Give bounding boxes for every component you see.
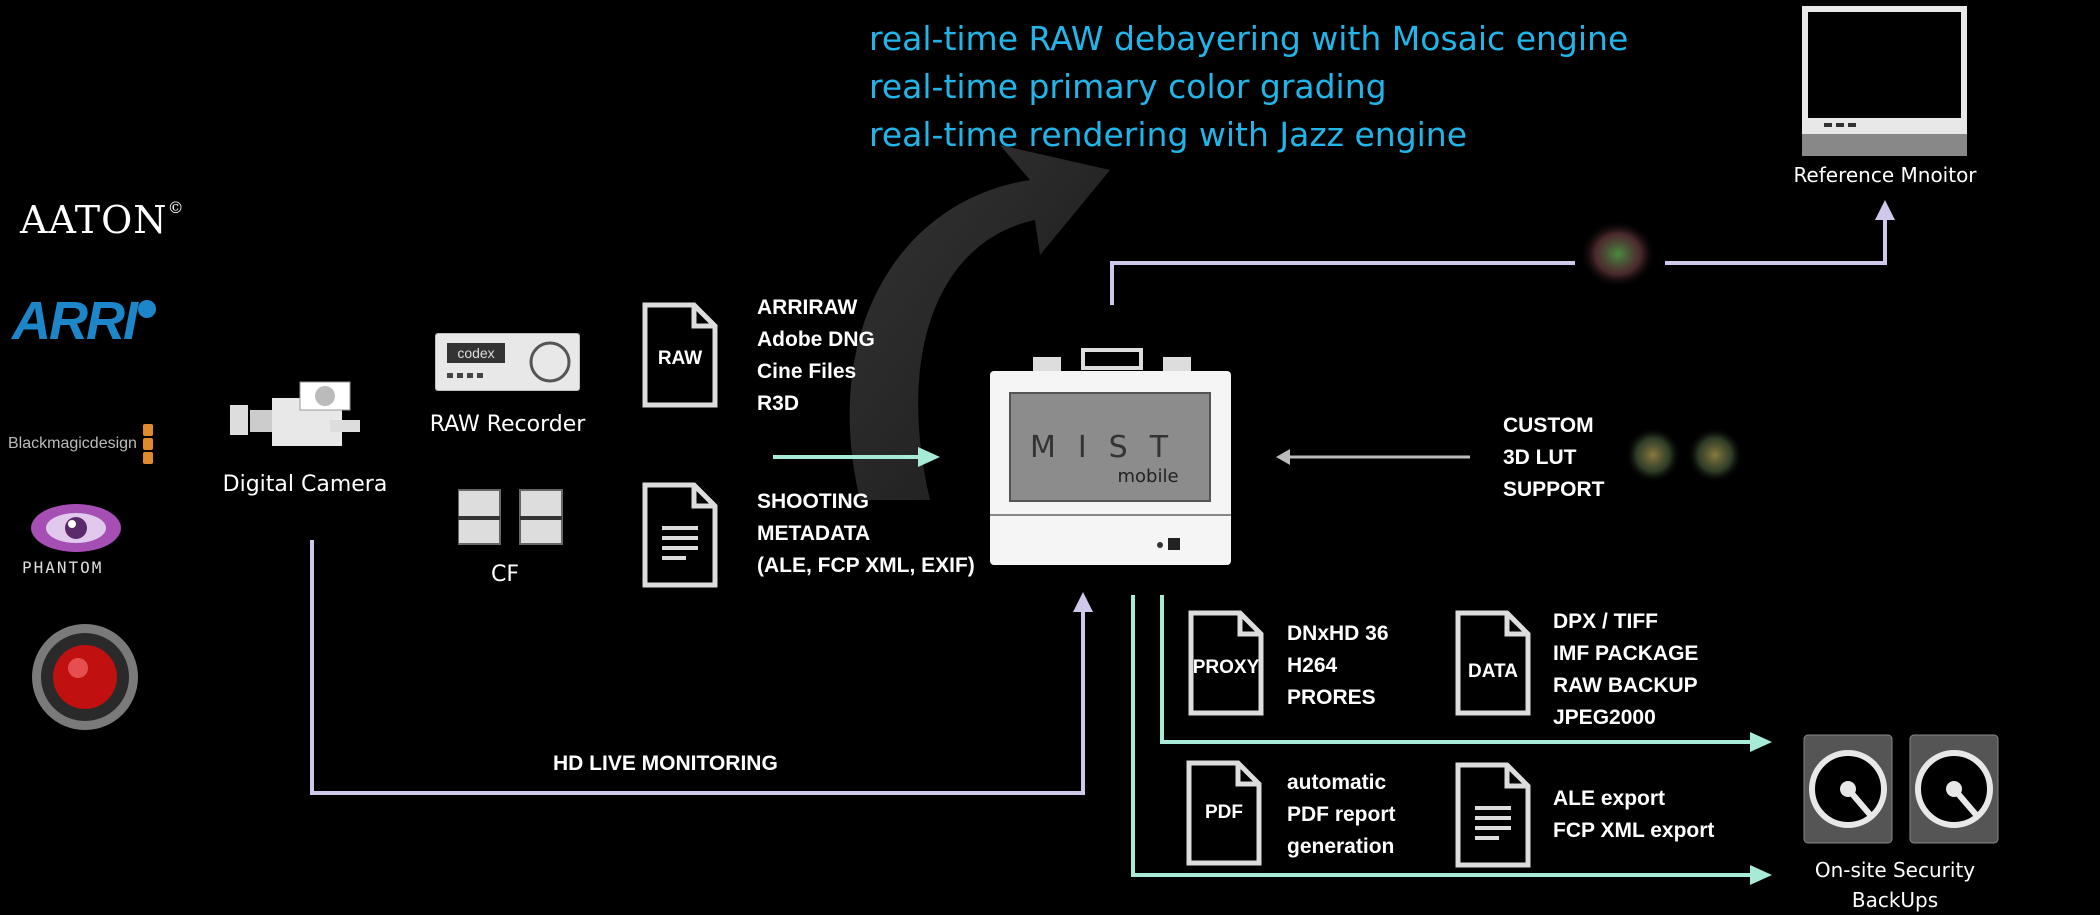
digital-camera-icon bbox=[230, 381, 360, 446]
aaton-logo: AATON© bbox=[20, 198, 185, 242]
cf-card-icon bbox=[458, 489, 563, 545]
proxy-file-icon bbox=[1188, 610, 1264, 716]
live-monitoring-arrow bbox=[310, 540, 1085, 795]
proxy-format-list: DNxHD 36 H264 PRORES bbox=[1287, 618, 1389, 714]
feature-list: real-time RAW debayering with Mosaic eng… bbox=[869, 15, 1628, 159]
raw-recorder-icon: codex bbox=[435, 333, 580, 391]
mist-sub-text: mobile bbox=[1117, 466, 1178, 487]
arri-logo: ARRI bbox=[12, 290, 156, 352]
blackmagic-logo: Blackmagicdesign bbox=[8, 424, 154, 464]
raw-format-item: Adobe DNG bbox=[757, 328, 875, 351]
backup-drive-icon bbox=[1803, 734, 1999, 844]
raw-format-item: Cine Files bbox=[757, 360, 857, 383]
lut-item: CUSTOM bbox=[1503, 414, 1594, 437]
metadata-list: SHOOTING METADATA (ALE, FCP XML, EXIF) bbox=[757, 486, 975, 582]
data-format-list: DPX / TIFF IMF PACKAGE RAW BACKUP JPEG20… bbox=[1553, 606, 1698, 734]
feature-item: real-time rendering with Jazz engine bbox=[869, 115, 1468, 154]
feature-item: real-time primary color grading bbox=[869, 67, 1387, 106]
data-file-icon bbox=[1455, 610, 1531, 716]
mist-title-text: MIST bbox=[1030, 430, 1190, 465]
metadata-item: METADATA bbox=[757, 522, 871, 545]
raw-format-item: R3D bbox=[757, 392, 800, 415]
lut-item: SUPPORT bbox=[1503, 478, 1605, 501]
camera-label: Digital Camera bbox=[222, 472, 388, 497]
phantom-eye-icon bbox=[31, 504, 121, 552]
data-file-label: DATA bbox=[1468, 661, 1518, 682]
lut-item: 3D LUT bbox=[1503, 446, 1577, 469]
raw-format-list: ARRIRAW Adobe DNG Cine Files R3D bbox=[757, 292, 875, 420]
recorder-label: RAW Recorder bbox=[429, 412, 586, 437]
metadata-item: SHOOTING bbox=[757, 490, 870, 513]
raw-file-icon bbox=[642, 302, 718, 408]
recorder-brand-text: codex bbox=[457, 345, 494, 361]
raw-file-label: RAW bbox=[657, 348, 703, 369]
monitor-label: Reference Mnoitor bbox=[1793, 163, 1977, 187]
data-format-item: DPX / TIFF bbox=[1553, 610, 1658, 633]
monitor-arrow-right bbox=[1665, 215, 1887, 265]
export-item: ALE export bbox=[1553, 787, 1666, 810]
pdf-file-label: PDF bbox=[1205, 802, 1243, 823]
metadata-item: (ALE, FCP XML, EXIF) bbox=[757, 554, 975, 577]
proxy-format-item: H264 bbox=[1287, 654, 1338, 677]
export-list: ALE export FCP XML export bbox=[1553, 783, 1714, 847]
proxy-format-item: DNxHD 36 bbox=[1287, 622, 1389, 645]
red-epic-badge-icon bbox=[32, 624, 138, 730]
feature-item: real-time RAW debayering with Mosaic eng… bbox=[869, 19, 1629, 58]
backups-label: On-site Security BackUps bbox=[1814, 858, 1976, 912]
reference-monitor-icon bbox=[1802, 6, 1967, 156]
workflow-arc bbox=[849, 145, 1110, 500]
cf-label: CF bbox=[490, 562, 519, 587]
metadata-file-icon bbox=[642, 482, 718, 588]
pdf-item: PDF report bbox=[1287, 803, 1396, 826]
lut-cube-monitor-icon bbox=[1580, 220, 1656, 288]
monitor-arrow-left bbox=[1110, 261, 1575, 305]
lut-cube-icon bbox=[1625, 427, 1743, 483]
proxy-file-label: PROXY bbox=[1192, 657, 1260, 678]
live-monitoring-label: HD LIVE MONITORING bbox=[553, 752, 778, 775]
pdf-file-icon bbox=[1186, 760, 1262, 866]
pdf-item: automatic bbox=[1287, 771, 1387, 794]
mist-mobile-icon: MIST mobile bbox=[990, 348, 1231, 565]
proxy-format-item: PRORES bbox=[1287, 686, 1376, 709]
export-file-icon bbox=[1455, 762, 1531, 868]
export-item: FCP XML export bbox=[1553, 819, 1715, 842]
data-format-item: RAW BACKUP bbox=[1553, 674, 1698, 697]
data-format-item: JPEG2000 bbox=[1553, 706, 1656, 729]
phantom-logo: PHANTOM bbox=[22, 558, 104, 577]
raw-format-item: ARRIRAW bbox=[757, 296, 858, 319]
pdf-list: automatic PDF report generation bbox=[1287, 767, 1396, 863]
lut-list: CUSTOM 3D LUT SUPPORT bbox=[1503, 410, 1605, 506]
backup-arrow-lower bbox=[1131, 595, 1755, 877]
data-format-item: IMF PACKAGE bbox=[1553, 642, 1699, 665]
pdf-item: generation bbox=[1287, 835, 1395, 858]
backup-arrow-upper bbox=[1160, 595, 1755, 744]
